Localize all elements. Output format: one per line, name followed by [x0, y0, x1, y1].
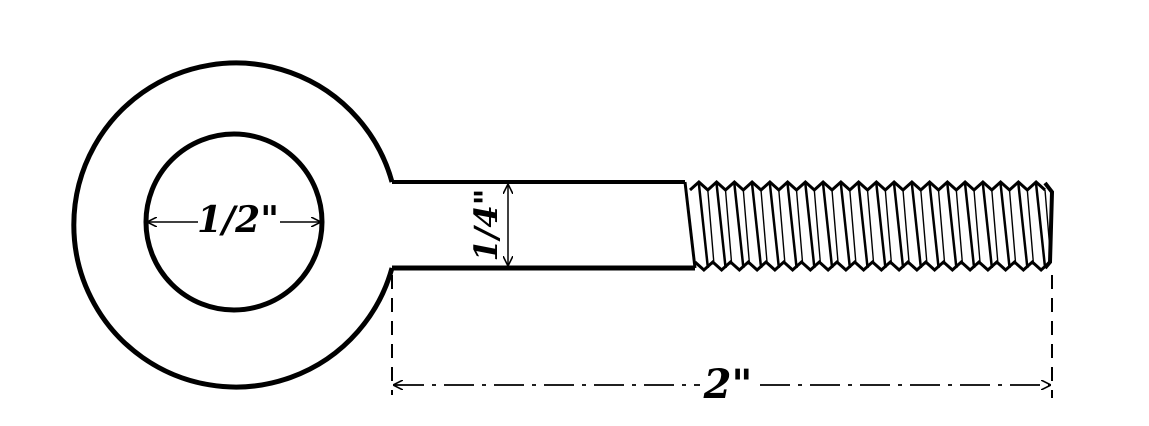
thread-line	[910, 183, 923, 269]
thread-root-line	[724, 189, 733, 263]
thread-root-line	[778, 189, 786, 263]
thread-root-line	[902, 189, 910, 263]
eye-diameter-dimension: 1/2"	[148, 196, 320, 241]
thread-line	[715, 183, 727, 269]
threaded-section	[683, 179, 1055, 273]
thread-line	[1034, 183, 1047, 269]
shank-length-label: 2"	[703, 361, 753, 408]
thread-line	[857, 183, 869, 269]
thread-line	[786, 183, 798, 269]
thread-root-line	[920, 189, 928, 263]
shank-diameter-label: 1/4"	[467, 189, 505, 262]
thread-line	[821, 183, 834, 269]
thread-root-line	[813, 189, 821, 263]
thread-top-edge	[688, 179, 1047, 193]
thread-root-line	[991, 189, 999, 263]
eye-outer-ring	[71, 60, 395, 390]
thread-line	[804, 183, 816, 269]
thread-start-edge	[683, 181, 697, 269]
thread-bottom-edge	[693, 259, 1052, 273]
thread-root-line	[760, 189, 768, 263]
thread-line	[981, 183, 994, 269]
thread-line	[892, 183, 905, 269]
thread-root-line	[955, 189, 963, 263]
thread-root-line	[1026, 189, 1034, 263]
thread-end-edge	[1043, 181, 1055, 270]
thread-line	[963, 183, 976, 269]
thread-line	[1017, 183, 1029, 269]
thread-root-line	[973, 189, 981, 263]
thread-line	[928, 183, 940, 269]
thread-root-line	[1008, 189, 1017, 263]
eye-diameter-label-bg	[198, 196, 280, 240]
shank-length-dimension: 2"	[391, 275, 1053, 408]
thread-root-line	[884, 189, 892, 263]
thread-line	[750, 183, 763, 269]
thread-root-line	[742, 189, 750, 263]
thread-line	[768, 183, 781, 269]
shank-diameter-dimension: 1/4"	[467, 185, 508, 265]
thread-line	[839, 183, 852, 269]
thread-line	[946, 183, 958, 269]
thread-root-line	[831, 189, 839, 263]
thread-root-line	[795, 189, 804, 263]
thread-root-line	[937, 189, 946, 263]
thread-line	[875, 183, 887, 269]
thread-line	[697, 183, 710, 269]
thread-root-line	[866, 189, 875, 263]
eye-inner-hole	[143, 131, 325, 313]
thread-line	[733, 183, 745, 269]
eye-diameter-label: 1/2"	[197, 199, 279, 241]
thread-line	[999, 183, 1011, 269]
thread-root-line	[707, 189, 715, 263]
thread-root-line	[849, 189, 857, 263]
thread-hatch-lines	[697, 183, 1052, 269]
